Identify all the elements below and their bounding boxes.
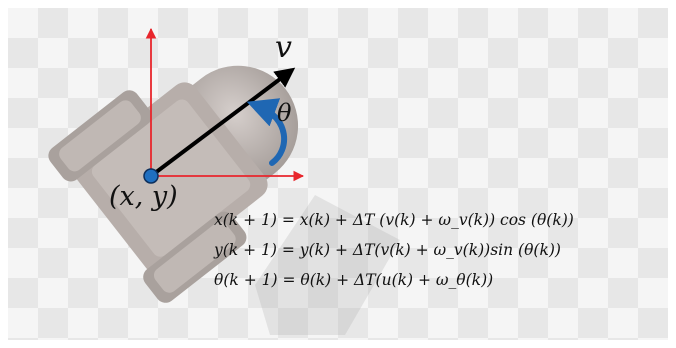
- robot-icon: [48, 65, 299, 303]
- velocity-arrow: [149, 67, 296, 178]
- position-label: (x, y): [109, 181, 178, 212]
- heading-arc-arrow: [246, 98, 288, 166]
- robot-shadow: [255, 195, 400, 335]
- equation-x-update: x(k + 1) = x(k) + ΔT (v(k) + ω_v(k)) cos…: [214, 211, 574, 229]
- transparent-checker-background: [8, 8, 668, 340]
- heading-angle-label: θ: [277, 99, 292, 127]
- velocity-label: v: [275, 30, 292, 65]
- robot-wheel-right: [143, 211, 247, 303]
- origin-point: [143, 168, 159, 184]
- equation-y-update: y(k + 1) = y(k) + ΔT(v(k) + ω_v(k))sin (…: [213, 241, 561, 259]
- equation-theta-update: θ(k + 1) = θ(k) + ΔT(u(k) + ω_θ(k)): [214, 271, 493, 289]
- robot-wheel-left: [48, 90, 152, 182]
